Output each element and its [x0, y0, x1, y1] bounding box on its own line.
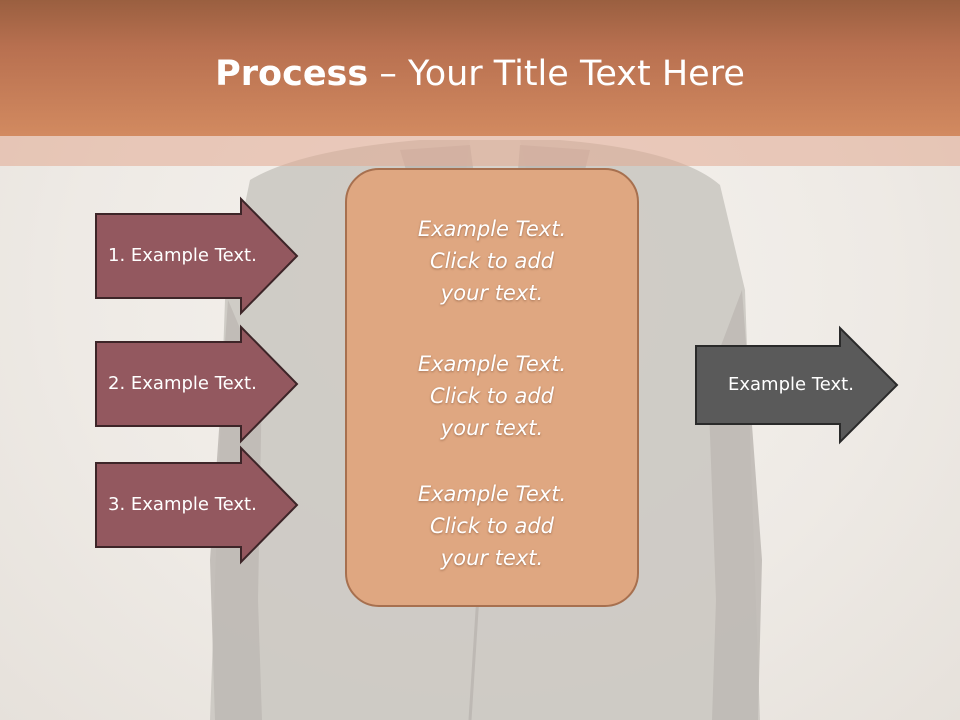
- left-arrow-2-label: 2. Example Text.: [108, 373, 257, 394]
- center-block-1-line-3: your text.: [440, 281, 544, 305]
- center-block-3-line-1: Example Text.: [417, 482, 567, 506]
- center-block-2[interactable]: Example Text. Click to add your text.: [345, 348, 639, 444]
- left-arrow-2[interactable]: [95, 324, 299, 444]
- center-block-1[interactable]: Example Text. Click to add your text.: [345, 213, 639, 309]
- left-arrow-3[interactable]: [95, 445, 299, 565]
- right-arrow[interactable]: [695, 325, 899, 445]
- left-arrow-1-label: 1. Example Text.: [108, 245, 257, 266]
- center-block-1-line-2: Click to add: [429, 249, 554, 273]
- center-block-3-line-3: your text.: [440, 546, 544, 570]
- center-text-box[interactable]: [345, 168, 639, 607]
- slide-title[interactable]: Process – Your Title Text Here: [0, 52, 960, 96]
- title-underband: [0, 136, 960, 166]
- right-arrow-label: Example Text.: [728, 374, 854, 395]
- center-block-3[interactable]: Example Text. Click to add your text.: [345, 478, 639, 574]
- center-block-2-line-2: Click to add: [429, 384, 554, 408]
- title-bar: [0, 0, 960, 136]
- center-block-3-line-2: Click to add: [429, 514, 554, 538]
- center-block-2-line-3: your text.: [440, 416, 544, 440]
- title-rest: – Your Title Text Here: [368, 54, 745, 94]
- title-bold: Process: [215, 54, 369, 94]
- center-block-1-line-1: Example Text.: [417, 217, 567, 241]
- left-arrow-3-label: 3. Example Text.: [108, 494, 257, 515]
- left-arrow-1[interactable]: [95, 196, 299, 316]
- center-block-2-line-1: Example Text.: [417, 352, 567, 376]
